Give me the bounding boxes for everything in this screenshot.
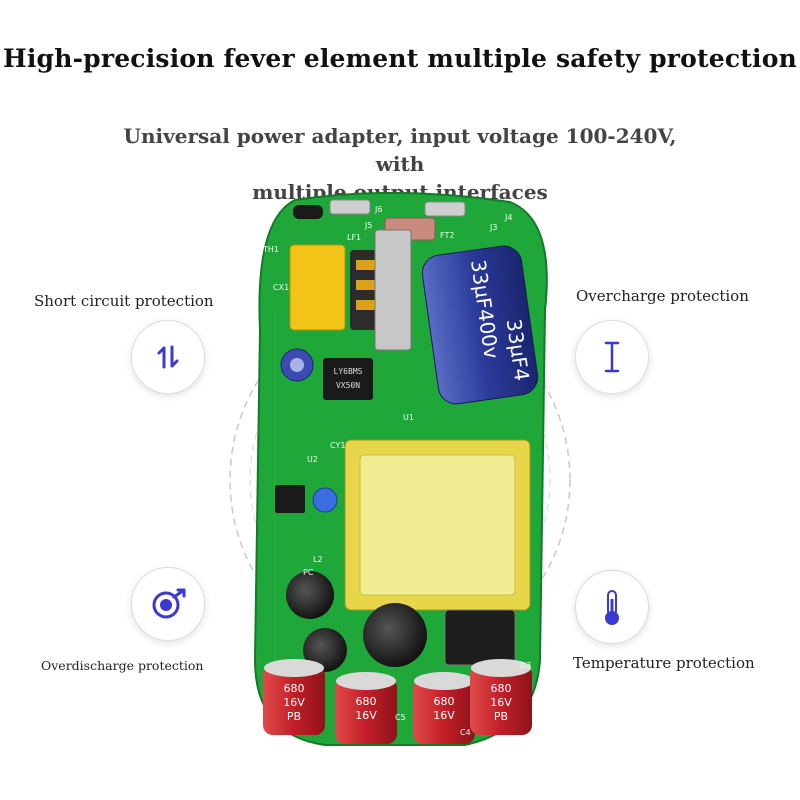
thermistor-th1: [293, 205, 323, 219]
x-capacitor-cx1: [289, 244, 346, 331]
overdischarge-icon-badge: [131, 567, 205, 641]
silk-cx1: CX1: [273, 283, 289, 292]
silk-lf1: LF1: [347, 233, 361, 242]
subtitle-line-1: Universal power adapter, input voltage 1…: [123, 124, 677, 176]
chip-label-1: LY6BMS: [334, 367, 363, 376]
silk-u1: U1: [403, 413, 414, 422]
cap4-series: PB: [494, 710, 508, 723]
silk-d3: D3: [520, 661, 531, 670]
chip-label-2: VX50N: [336, 381, 360, 390]
short-circuit-icon-badge: [131, 320, 205, 394]
cap4-voltage: 16V: [490, 696, 512, 709]
silkscreen-labels: TH1 LF1 CX1 J5 J6 FT2 J4 J3 CY1 U1 U2 L2…: [262, 205, 542, 737]
circle-arrow-icon: [152, 588, 186, 619]
silk-c4: C4: [460, 728, 471, 737]
overdischarge-label: Overdischarge protection: [41, 658, 204, 673]
cap1-series: PB: [287, 710, 301, 723]
temperature-icon-badge: [575, 570, 649, 644]
cap4-value: 680: [491, 682, 512, 695]
controller-chip: [323, 358, 373, 400]
y-capacitor-cy1: [312, 487, 338, 513]
inductor-l3: [303, 628, 347, 672]
inductor-main: [363, 603, 427, 667]
output-capacitor-2: 680 16V: [335, 672, 397, 744]
page-title: High-precision fever element multiple sa…: [3, 44, 797, 73]
dashed-ring-outer: [229, 299, 571, 661]
silk-j4: J4: [504, 213, 512, 222]
silk-u2: U2: [307, 455, 318, 464]
optocoupler-pc: [275, 485, 305, 513]
cap3-value: 680: [434, 695, 455, 708]
silk-l2: L2: [313, 555, 323, 564]
overcharge-icon-badge: [575, 320, 649, 394]
heatsink: [374, 229, 412, 351]
arrows-up-down-icon: [157, 345, 179, 369]
cap1-value: 680: [284, 682, 305, 695]
silk-j3: J3: [489, 223, 497, 232]
silk-c5: C5: [395, 713, 406, 722]
cap3-voltage: 16V: [433, 709, 455, 722]
pcb-board-image: 33µF400v 33µF4 LY6BMS VX50N 680 16V PB 6…: [253, 191, 548, 746]
silk-j5: J5: [364, 221, 372, 230]
silk-j6: J6: [374, 205, 382, 214]
cap2-value: 680: [356, 695, 377, 708]
cap2-voltage: 16V: [355, 709, 377, 722]
silk-cy1: CY1: [330, 441, 345, 450]
output-capacitor-1: 680 16V PB: [263, 659, 325, 735]
text-cursor-icon: [604, 341, 620, 373]
connector-j4: [424, 201, 466, 217]
rectifier-d3: [444, 609, 516, 666]
thermometer-icon: [605, 590, 619, 625]
short-circuit-label: Short circuit protection: [34, 292, 214, 310]
silk-ft2: FT2: [440, 231, 454, 240]
cap1-voltage: 16V: [283, 696, 305, 709]
output-capacitor-4: 680 16V PB: [470, 659, 532, 735]
output-capacitor-3: 680 16V: [413, 672, 475, 744]
temperature-label: Temperature protection: [573, 654, 755, 672]
silk-c3: C3: [531, 728, 542, 737]
main-capacitor: 33µF400v 33µF4: [421, 245, 539, 405]
connector-j5: [329, 199, 371, 215]
overcharge-label: Overcharge protection: [576, 287, 749, 305]
silk-pc: PC: [303, 568, 314, 577]
silk-th1: TH1: [262, 245, 279, 254]
inductor-l2: [286, 571, 334, 619]
